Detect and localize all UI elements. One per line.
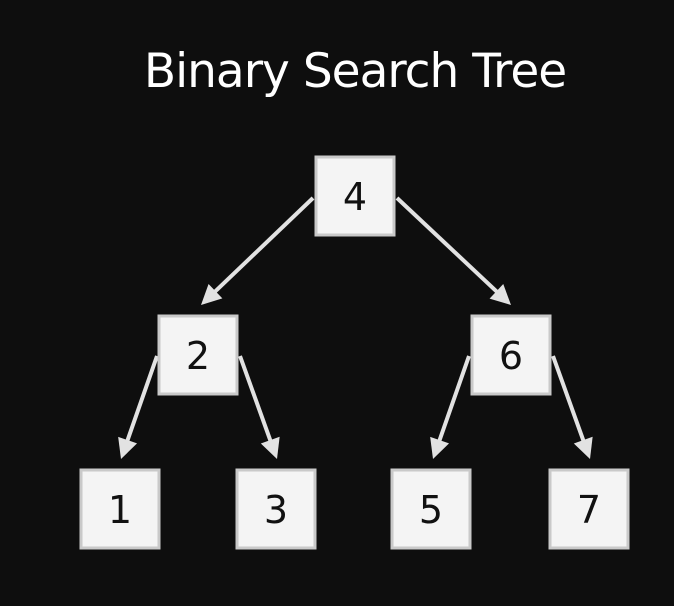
node-label: 2	[186, 334, 210, 378]
edge-4-to-6	[395, 196, 511, 305]
arrowhead-icon	[489, 284, 511, 305]
edge-line	[395, 196, 500, 295]
node-label: 7	[577, 488, 601, 532]
tree-node-7: 7	[548, 468, 630, 550]
node-box	[470, 314, 552, 396]
tree-node-2: 2	[157, 314, 239, 396]
node-box	[157, 314, 239, 396]
edge-2-to-3	[238, 355, 280, 459]
node-label: 3	[264, 488, 288, 532]
node-box	[548, 468, 630, 550]
edge-line	[551, 355, 586, 443]
tree-node-4: 4	[314, 155, 396, 237]
arrowhead-icon	[260, 436, 280, 459]
arrowhead-icon	[430, 436, 450, 459]
edge-line	[125, 355, 159, 443]
node-label: 5	[419, 488, 443, 532]
node-label: 1	[108, 488, 132, 532]
edge-6-to-5	[430, 355, 471, 459]
node-box	[390, 468, 472, 550]
diagram-title: Binary Search Tree	[143, 44, 567, 99]
edge-4-to-2	[201, 196, 315, 305]
edge-2-to-1	[118, 355, 159, 459]
tree-node-3: 3	[235, 468, 317, 550]
edge-line	[238, 355, 273, 443]
nodes-layer: 4 2 6 1 3 5 7	[79, 155, 630, 550]
node-box	[314, 155, 396, 237]
node-label: 6	[499, 334, 523, 378]
arrowhead-icon	[201, 283, 223, 305]
tree-node-5: 5	[390, 468, 472, 550]
edge-line	[437, 355, 471, 443]
node-label: 4	[343, 175, 367, 219]
arrowhead-icon	[573, 436, 593, 459]
tree-node-1: 1	[79, 468, 161, 550]
node-box	[79, 468, 161, 550]
edges-layer	[118, 196, 593, 459]
arrowhead-icon	[118, 436, 138, 459]
edge-6-to-7	[551, 355, 593, 459]
node-box	[235, 468, 317, 550]
tree-node-6: 6	[470, 314, 552, 396]
edge-line	[212, 196, 315, 295]
